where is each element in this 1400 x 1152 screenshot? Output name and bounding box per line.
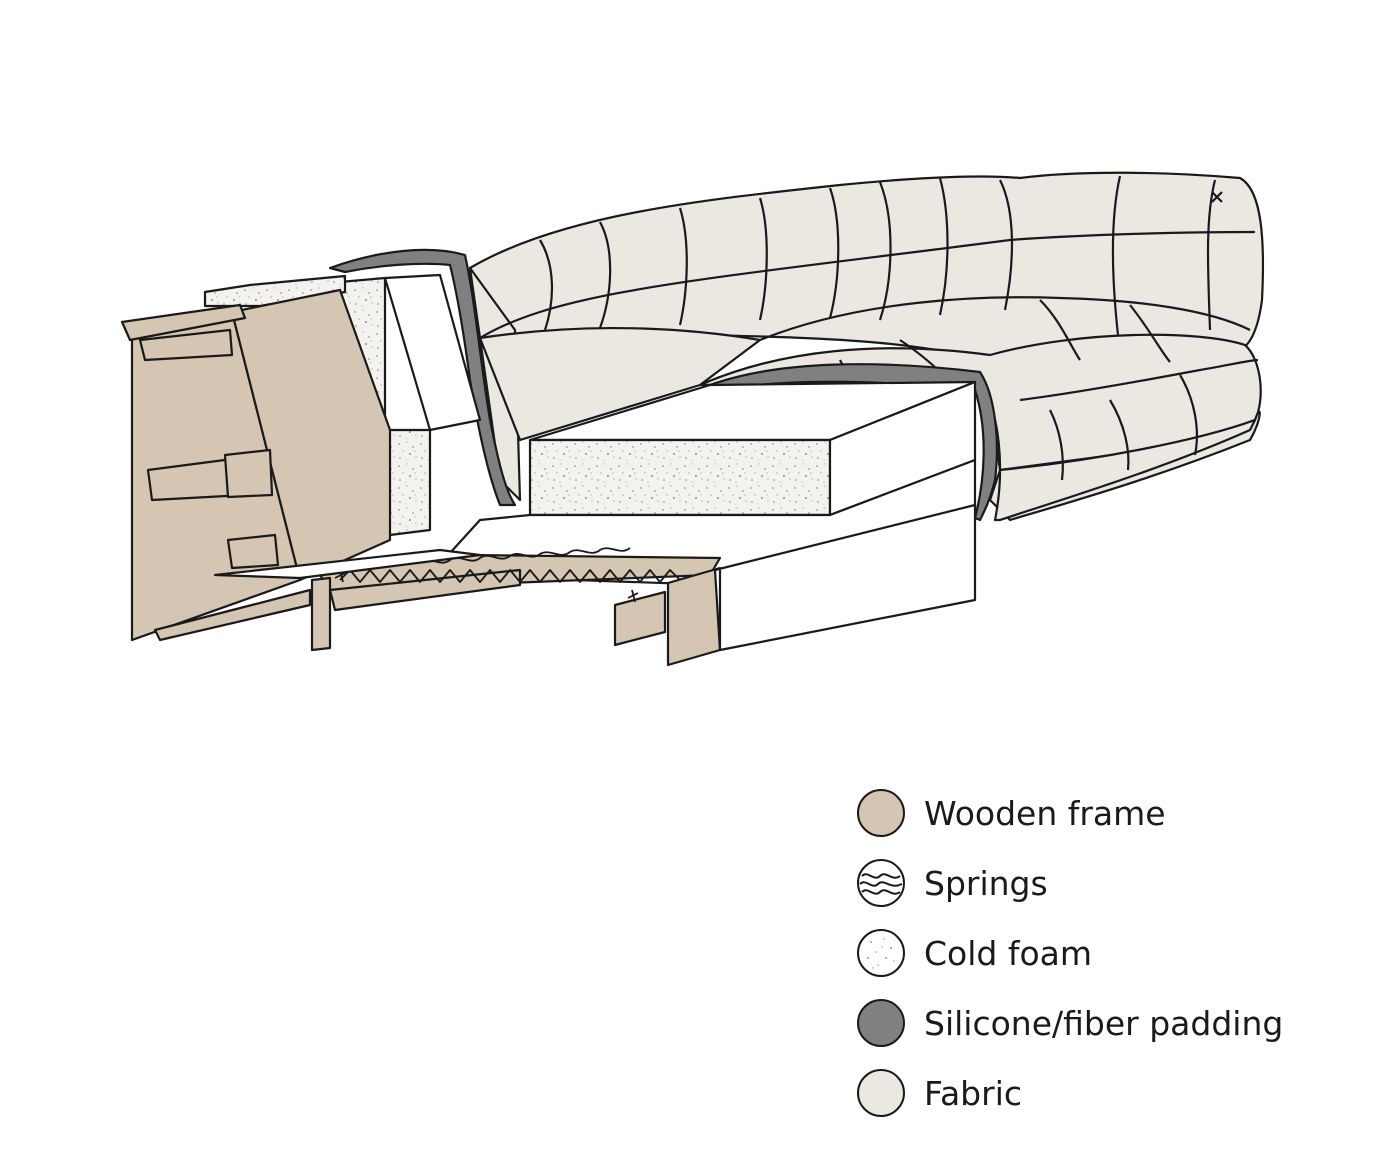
- legend-label-cold-foam: Cold foam: [924, 933, 1093, 973]
- legend-item-fabric: Fabric: [856, 1058, 1283, 1128]
- wood-swatch-icon: [856, 788, 906, 838]
- fabric-swatch-icon: [856, 1068, 906, 1118]
- fabric-upholstery: [468, 171, 1265, 522]
- legend-item-cold-foam: Cold foam: [856, 918, 1283, 988]
- legend-label-springs: Springs: [924, 863, 1048, 903]
- legend-item-wooden-frame: Wooden frame: [856, 778, 1283, 848]
- legend: Wooden frame Springs: [856, 778, 1283, 1128]
- padding-swatch-icon: [856, 998, 906, 1048]
- legend-label-fabric: Fabric: [924, 1073, 1023, 1113]
- foam-swatch-icon: [856, 928, 906, 978]
- legend-label-wooden-frame: Wooden frame: [924, 793, 1166, 833]
- legend-label-silicone-padding: Silicone/fiber padding: [924, 1003, 1284, 1043]
- wooden-frame: [120, 288, 977, 667]
- legend-item-springs: Springs: [856, 848, 1283, 918]
- legend-item-silicone-padding: Silicone/fiber padding: [856, 988, 1283, 1058]
- springs-swatch-icon: [856, 858, 906, 908]
